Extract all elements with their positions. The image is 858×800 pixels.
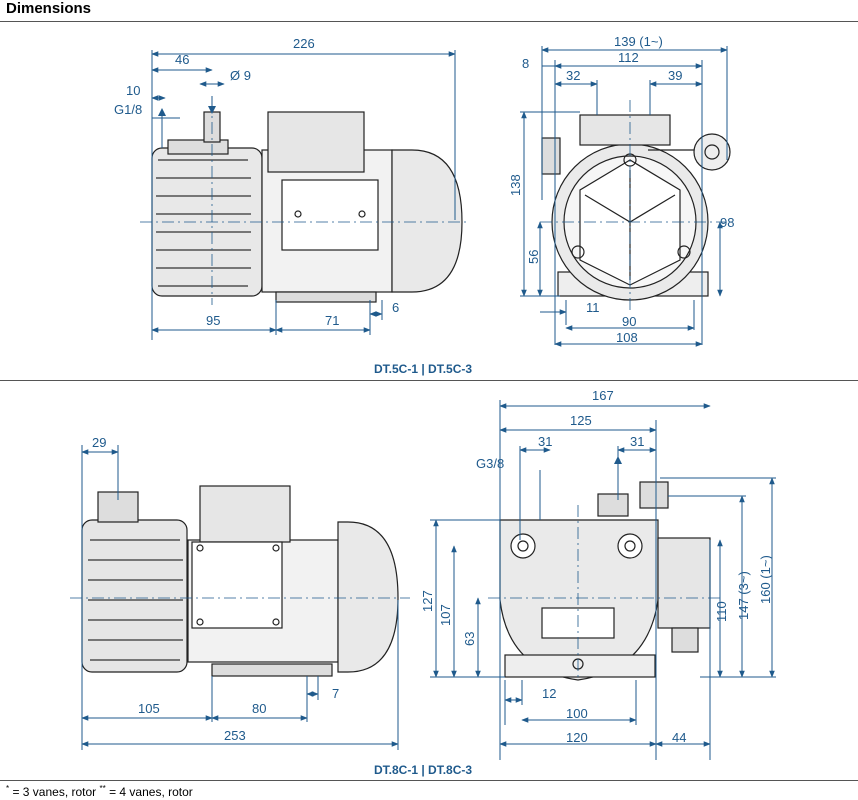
top-caption: DT.5C-1 | DT.5C-3 <box>374 362 472 376</box>
dim-138: 138 <box>508 174 523 196</box>
dt8c-side-view <box>70 485 410 677</box>
dt8c-side-dimensions <box>81 445 399 750</box>
footnote-star-1: * <box>6 784 10 793</box>
dim-32: 32 <box>566 68 580 83</box>
dim-107: 107 <box>438 604 453 626</box>
dt5c-side-dimensions <box>151 50 456 340</box>
dim-108: 108 <box>616 330 638 345</box>
footnote-text-2: = 4 vanes, rotor <box>105 785 193 799</box>
dim-147: 147 (3~) <box>736 571 751 620</box>
dim-80: 80 <box>252 701 266 716</box>
dim-12: 12 <box>542 686 556 701</box>
dt8c-side-labels: 29 105 80 7 253 <box>92 435 339 743</box>
dim-6: 6 <box>392 300 399 315</box>
dt5c-front-dimensions <box>520 46 728 347</box>
dim-167: 167 <box>592 388 614 403</box>
dim-dia9: Ø 9 <box>230 68 251 83</box>
dim-7: 7 <box>332 686 339 701</box>
footnote-star-2: ** <box>99 784 106 793</box>
dim-31-left: 31 <box>538 434 552 449</box>
dt5c-side-view <box>140 100 470 305</box>
dim-120: 120 <box>566 730 588 745</box>
dim-90: 90 <box>622 314 636 329</box>
dim-g38: G3/8 <box>476 456 504 471</box>
dim-95: 95 <box>206 313 220 328</box>
dt5c-front-labels: 139 (1~) 8 112 32 39 138 56 98 11 90 108 <box>508 34 734 345</box>
dt8c-front-dimensions <box>430 400 776 760</box>
footnote: * = 3 vanes, rotor ** = 4 vanes, rotor <box>6 784 193 799</box>
dt5c-front-view <box>540 100 731 310</box>
dim-46: 46 <box>175 52 189 67</box>
dt5c-side-labels: 226 46 Ø 9 10 G1/8 95 71 6 <box>114 36 399 328</box>
dim-g18: G1/8 <box>114 102 142 117</box>
dim-29: 29 <box>92 435 106 450</box>
dim-71: 71 <box>325 313 339 328</box>
dim-160: 160 (1~) <box>758 555 773 604</box>
dim-125: 125 <box>570 413 592 428</box>
page-title: Dimensions <box>6 0 92 17</box>
dim-11: 11 <box>586 300 600 315</box>
section-divider <box>0 380 858 381</box>
dt8c-front-labels: 167 125 31 31 G3/8 127 107 63 12 100 120… <box>420 388 773 745</box>
dim-112: 112 <box>618 50 639 65</box>
dim-44: 44 <box>672 730 686 745</box>
dim-56: 56 <box>526 250 541 264</box>
dim-127: 127 <box>420 590 435 612</box>
footer-divider <box>0 780 858 781</box>
dim-100: 100 <box>566 706 588 721</box>
dim-98: 98 <box>720 215 734 230</box>
header-divider <box>0 21 858 22</box>
bottom-caption: DT.8C-1 | DT.8C-3 <box>374 763 472 777</box>
dim-110: 110 <box>714 601 729 622</box>
dim-105: 105 <box>138 701 160 716</box>
dim-10: 10 <box>126 83 140 98</box>
dim-8: 8 <box>522 56 529 71</box>
dim-31-right: 31 <box>630 434 644 449</box>
dim-253: 253 <box>224 728 246 743</box>
dim-63: 63 <box>462 632 477 646</box>
dim-226: 226 <box>293 36 315 51</box>
dt8c-front-view <box>488 481 720 681</box>
dim-39: 39 <box>668 68 682 83</box>
footnote-text-1: = 3 vanes, rotor <box>9 785 100 799</box>
dim-139: 139 (1~) <box>614 34 663 49</box>
